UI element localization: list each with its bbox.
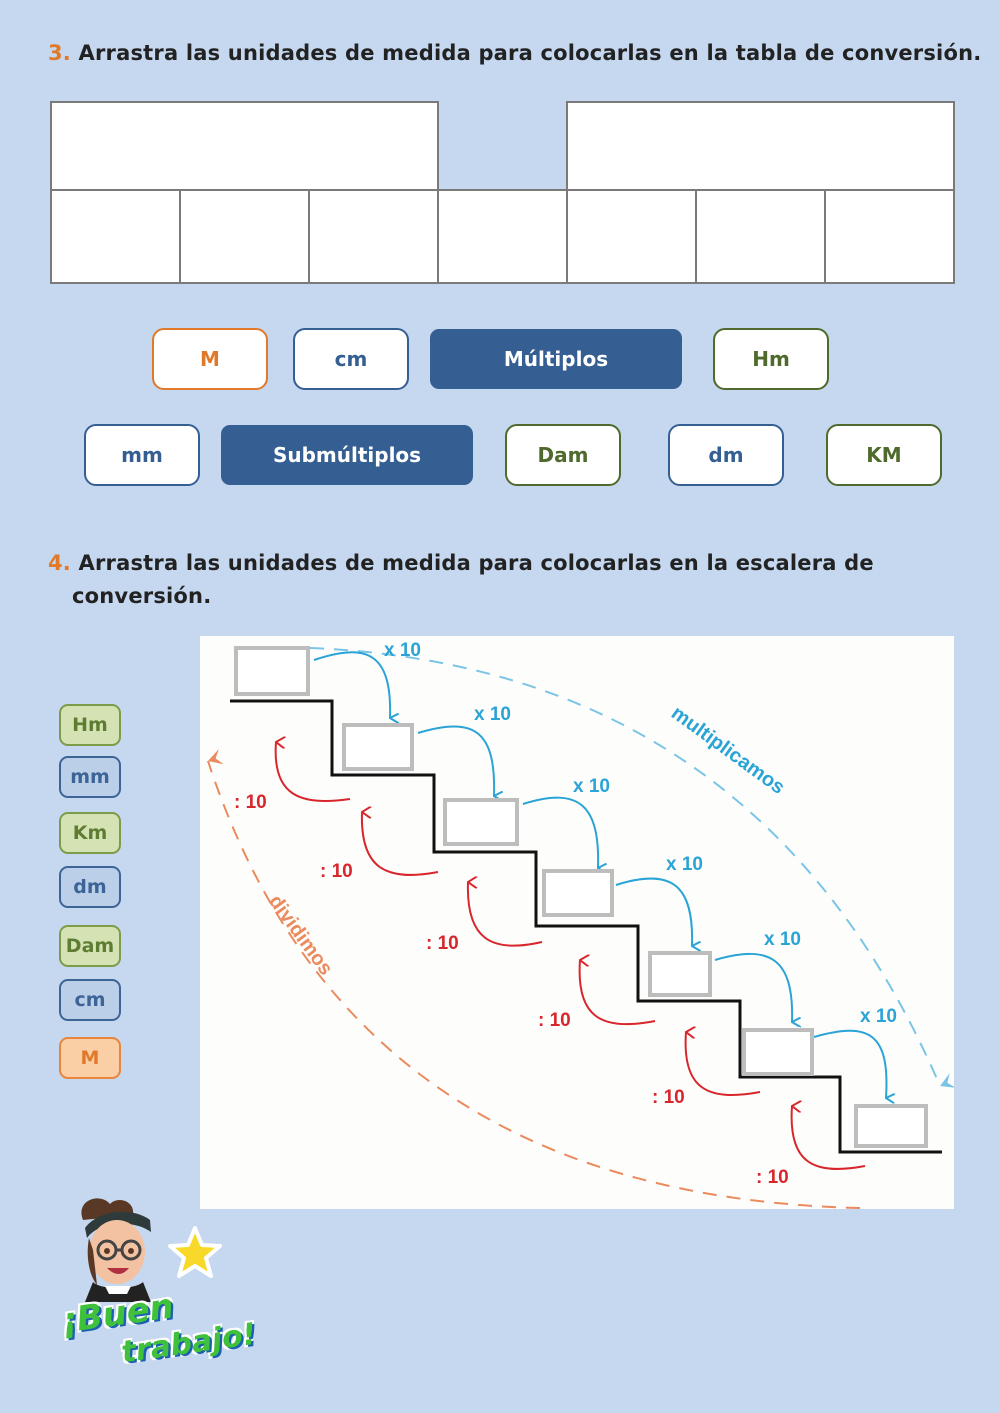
multiply-label: x 10	[384, 640, 421, 661]
chip-mm[interactable]: mm	[84, 424, 200, 486]
divide-label: : 10	[320, 861, 353, 882]
question-3-title: 3. Arrastra las unidades de medida para …	[48, 37, 981, 70]
chip-cm[interactable]: cm	[293, 328, 409, 390]
side-chip-dm[interactable]: dm	[59, 866, 121, 908]
multiply-label: x 10	[666, 854, 703, 875]
good-job-sticker: ¡Buen trabajo!	[55, 1190, 258, 1370]
drop-zone-unit-3[interactable]	[308, 189, 439, 284]
divide-label: : 10	[538, 1010, 571, 1031]
drop-zone-unit-7[interactable]	[824, 189, 955, 284]
drop-zone-unit-4[interactable]	[437, 189, 568, 284]
side-chip-cm[interactable]: cm	[59, 979, 121, 1021]
chip-multiplos[interactable]: Múltiplos	[430, 329, 682, 389]
drop-zone-unit-1[interactable]	[50, 189, 181, 284]
stair-drop-zone-1[interactable]	[234, 646, 310, 696]
question-text-line1: Arrastra las unidades de medida para col…	[78, 551, 874, 575]
chip-M[interactable]: M	[152, 328, 268, 390]
avatar-illustration	[81, 1198, 222, 1302]
drop-zone-unit-5[interactable]	[566, 189, 697, 284]
conversion-table	[50, 101, 955, 284]
stair-drop-zone-7[interactable]	[854, 1104, 928, 1148]
question-text-line2: conversión.	[72, 584, 212, 608]
question-number: 4.	[48, 551, 71, 575]
divide-label: : 10	[234, 792, 267, 813]
question-number: 3.	[48, 41, 71, 65]
multiply-label: x 10	[860, 1006, 897, 1027]
stair-drop-zone-5[interactable]	[648, 951, 712, 997]
question-4-title: 4. Arrastra las unidades de medida para …	[48, 547, 908, 613]
question-text: Arrastra las unidades de medida para col…	[78, 41, 982, 65]
chip-submultiplos[interactable]: Submúltiplos	[221, 425, 473, 485]
staircase-graphic	[207, 647, 954, 1209]
drop-zone-multiples-header[interactable]	[50, 101, 439, 191]
multiply-label: x 10	[573, 776, 610, 797]
conversion-staircase: x 10 x 10 x 10 x 10 x 10 x 10 : 10 : 10 …	[200, 636, 954, 1209]
chip-dm[interactable]: dm	[668, 424, 784, 486]
side-chip-Hm[interactable]: Hm	[59, 704, 121, 746]
side-chip-Km[interactable]: Km	[59, 812, 121, 854]
drop-zone-unit-2[interactable]	[179, 189, 310, 284]
chip-Dam[interactable]: Dam	[505, 424, 621, 486]
side-chip-Dam[interactable]: Dam	[59, 925, 121, 967]
stair-drop-zone-3[interactable]	[443, 798, 519, 846]
multiply-label: x 10	[764, 929, 801, 950]
side-chip-M[interactable]: M	[59, 1037, 121, 1079]
drop-zone-unit-6[interactable]	[695, 189, 826, 284]
drop-zone-submultiples-header[interactable]	[566, 101, 955, 191]
divide-label: : 10	[426, 933, 459, 954]
chip-KM[interactable]: KM	[826, 424, 942, 486]
stair-drop-zone-2[interactable]	[342, 723, 414, 771]
stair-drop-zone-4[interactable]	[542, 869, 614, 917]
stair-drop-zone-6[interactable]	[742, 1028, 814, 1076]
divide-label: : 10	[652, 1087, 685, 1108]
side-chip-mm[interactable]: mm	[59, 756, 121, 798]
chip-Hm[interactable]: Hm	[713, 328, 829, 390]
multiply-label: x 10	[474, 704, 511, 725]
divide-label: : 10	[756, 1167, 789, 1188]
